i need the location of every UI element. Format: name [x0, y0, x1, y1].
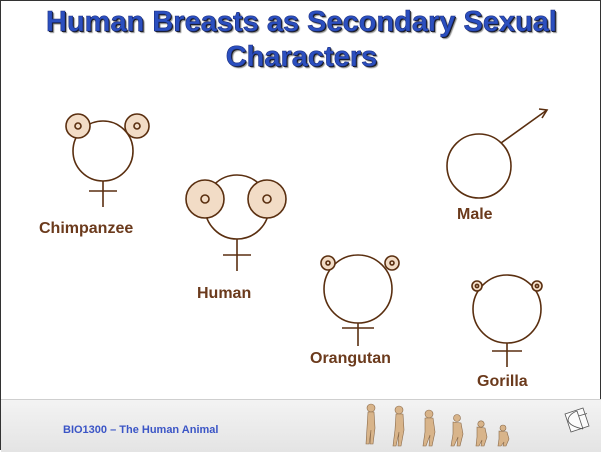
slide-title: Human Breasts as Secondary Sexual Charac…	[1, 5, 601, 75]
label-chimpanzee: Chimpanzee	[39, 220, 134, 237]
golden-spiral-icon	[564, 407, 590, 433]
course-title: BIO1300 – The Human Animal	[63, 424, 219, 436]
label-gorilla: Gorilla	[477, 373, 528, 390]
human-evolution-icon	[365, 403, 510, 447]
gorilla-symbol	[471, 274, 543, 367]
label-male: Male	[457, 206, 493, 223]
orangutan-symbol	[320, 254, 400, 346]
chimpanzee-symbol	[65, 113, 150, 207]
male-symbol	[446, 108, 549, 199]
slide-title-line-1: Human Breasts as Secondary Sexual	[46, 6, 558, 39]
label-orangutan: Orangutan	[310, 350, 391, 367]
slide-footer: BIO1300 – The Human Animal	[1, 399, 601, 452]
label-human: Human	[197, 285, 252, 302]
human-symbol	[185, 174, 287, 271]
slide-title-line-2: Characters	[225, 41, 378, 74]
